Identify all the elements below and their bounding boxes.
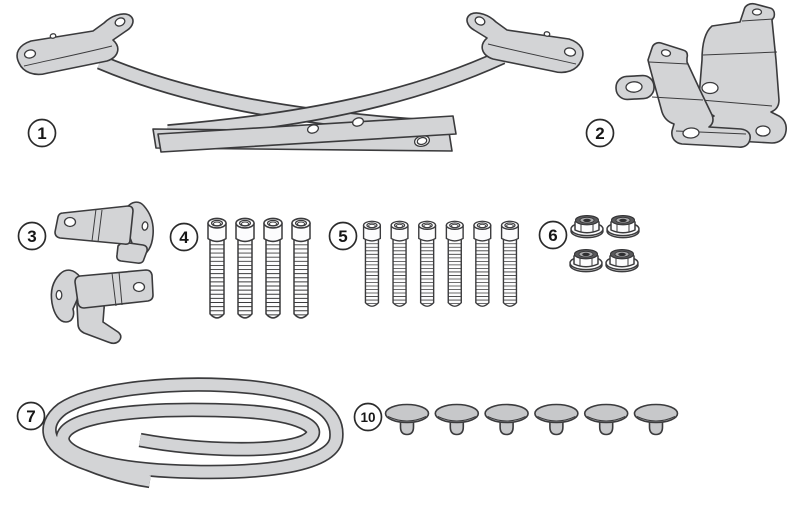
socket-screw-long bbox=[263, 217, 283, 319]
socket-screw bbox=[362, 220, 382, 307]
label-text-2: 2 bbox=[595, 124, 604, 143]
socket-screw bbox=[445, 220, 464, 307]
part-3-lower-bracket bbox=[50, 269, 154, 345]
part-label-4: 4 bbox=[169, 222, 199, 252]
label-text-4: 4 bbox=[179, 228, 189, 247]
cover-cap bbox=[534, 403, 579, 436]
label-circle-1 bbox=[27, 118, 57, 148]
label-circle-4 bbox=[169, 222, 199, 252]
label-text-10: 10 bbox=[360, 410, 375, 425]
label-circle-2 bbox=[585, 118, 615, 148]
part-1-right-plate bbox=[466, 12, 584, 74]
part-label-5: 5 bbox=[328, 221, 358, 251]
part-label-1: 1 bbox=[27, 118, 57, 148]
label-circle-5 bbox=[328, 221, 358, 251]
part-2-side-bracket-pair bbox=[615, 2, 787, 148]
part-6-flange-nuts bbox=[569, 214, 640, 273]
label-circle-6 bbox=[538, 220, 568, 250]
cover-cap bbox=[633, 403, 679, 436]
part-5-socket-screws bbox=[362, 220, 520, 307]
label-text-3: 3 bbox=[27, 227, 36, 246]
cover-cap bbox=[434, 403, 480, 436]
part-1-rack-crossbar-assembly bbox=[16, 12, 584, 153]
socket-screw bbox=[500, 220, 520, 307]
part-3-l-brackets bbox=[50, 201, 154, 345]
flange-nut bbox=[606, 214, 640, 239]
part-7-rubber-strip bbox=[42, 377, 344, 489]
flange-nut bbox=[569, 248, 603, 273]
label-text-6: 6 bbox=[548, 226, 557, 245]
cover-cap bbox=[484, 403, 529, 436]
part-2-front-bracket bbox=[647, 41, 751, 148]
callout-labels: 1 2 3 4 5 6 7 10 bbox=[16, 118, 615, 432]
socket-screw bbox=[418, 220, 437, 307]
label-circle-10 bbox=[353, 402, 383, 432]
socket-screw-long bbox=[291, 217, 311, 319]
socket-screw-long bbox=[207, 217, 227, 319]
part-label-2: 2 bbox=[585, 118, 615, 148]
part-label-7: 7 bbox=[16, 401, 46, 431]
cover-cap bbox=[583, 403, 629, 436]
part-4-socket-screws-long bbox=[207, 217, 311, 319]
part-1-left-plate bbox=[16, 13, 134, 76]
flange-nut bbox=[570, 214, 604, 239]
label-text-1: 1 bbox=[37, 124, 46, 143]
part-label-10: 10 bbox=[353, 402, 383, 432]
flange-nut bbox=[605, 248, 639, 273]
part-label-3: 3 bbox=[17, 221, 47, 251]
socket-screw-long bbox=[235, 217, 255, 319]
part-label-6: 6 bbox=[538, 220, 568, 250]
label-circle-7 bbox=[16, 401, 46, 431]
part-2-front-bracket-tab bbox=[615, 74, 655, 101]
part-1-cross-bars bbox=[152, 115, 457, 153]
label-circle-3 bbox=[17, 221, 47, 251]
socket-screw bbox=[473, 220, 492, 307]
cover-cap bbox=[384, 403, 430, 436]
part-3-upper-bracket bbox=[54, 201, 154, 264]
label-text-7: 7 bbox=[26, 407, 35, 426]
label-text-5: 5 bbox=[338, 227, 347, 246]
part-10-cover-caps bbox=[384, 403, 679, 436]
socket-screw bbox=[390, 220, 409, 307]
